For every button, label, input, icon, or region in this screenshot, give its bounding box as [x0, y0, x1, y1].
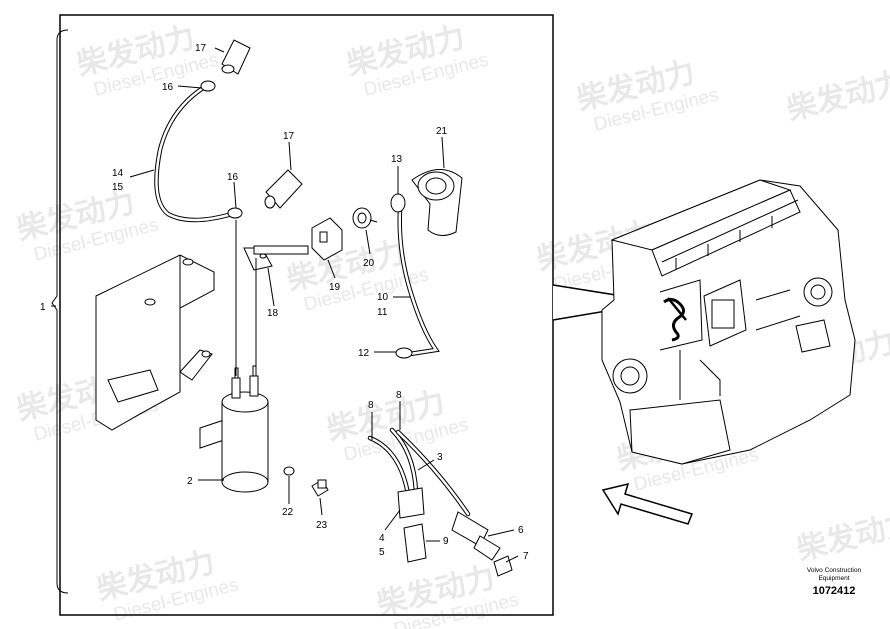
coil-unit [199, 365, 269, 493]
callout-2: 2 [187, 476, 193, 487]
ground-cable-upper [154, 39, 251, 223]
lead-bracket [243, 245, 309, 271]
ground-cable-lower [390, 193, 440, 359]
callout-8b: 8 [396, 390, 402, 401]
callout-16b: 16 [227, 172, 239, 183]
wiring-harness [367, 427, 513, 577]
mounting-bracket [95, 254, 215, 431]
terminal-boot [264, 169, 303, 209]
elbow-boot [411, 169, 463, 236]
callout-15: 15 [112, 182, 124, 193]
drawing-footer: Volvo Construction Equipment 1072412 [807, 567, 862, 597]
grommet [352, 207, 372, 229]
callout-7: 7 [523, 551, 529, 562]
watermark-cn: 柴发动力 [783, 65, 890, 128]
callout-4: 4 [379, 533, 385, 544]
leader-lines [51, 47, 519, 563]
callout-6: 6 [518, 525, 524, 536]
callout-9: 9 [443, 536, 449, 547]
engine-illustration [601, 179, 856, 465]
callout-18: 18 [267, 308, 279, 319]
callout-14: 14 [112, 168, 124, 179]
callout-22: 22 [282, 507, 294, 518]
washer [283, 466, 295, 476]
callout-3: 3 [437, 452, 443, 463]
callout-10: 10 [377, 292, 389, 303]
footer-line2: Equipment [818, 575, 849, 582]
callout-8a: 8 [368, 400, 374, 411]
callout-13: 13 [391, 154, 403, 165]
callout-labels: 17 16 14 15 16 17 21 13 20 19 18 10 11 1… [40, 43, 529, 562]
callout-12: 12 [358, 348, 370, 359]
drawing-number: 1072412 [813, 585, 856, 597]
callout-19: 19 [329, 282, 341, 293]
callout-5: 5 [379, 547, 385, 558]
callout-16a: 16 [162, 82, 174, 93]
direction-arrow [601, 482, 694, 525]
callout-20: 20 [363, 258, 375, 269]
callout-17b: 17 [283, 131, 295, 142]
callout-1: 1 [40, 302, 46, 313]
footer-line1: Volvo Construction [807, 567, 862, 574]
callout-23: 23 [316, 520, 328, 531]
callout-21: 21 [436, 126, 448, 137]
callout-17a: 17 [195, 43, 207, 54]
assembly-bracket [51, 29, 69, 594]
callout-11: 11 [377, 307, 388, 318]
bolt [311, 479, 329, 497]
watermark-cn: 柴发动力 [793, 505, 890, 568]
insulator-block [311, 217, 343, 261]
